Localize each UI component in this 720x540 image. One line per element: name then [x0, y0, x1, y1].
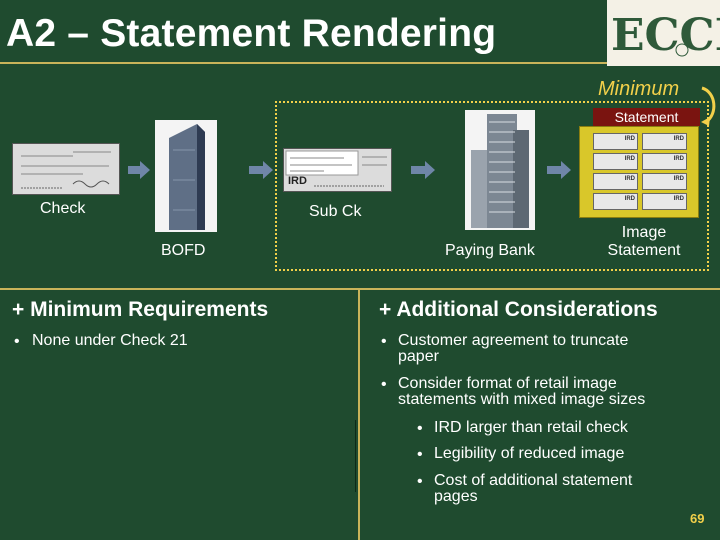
paying-bank-building-icon	[465, 110, 535, 230]
mini-check-image: IRD	[642, 173, 687, 190]
mini-check-image: IRD	[642, 193, 687, 210]
bullet-icon: •	[14, 333, 20, 350]
page-number: 69	[690, 511, 705, 526]
section-divider	[0, 288, 720, 290]
slide-title: A2 – Statement Rendering	[6, 12, 497, 55]
paying-bank-label: Paying Bank	[445, 242, 535, 259]
list-item: • Legibility of reduced image	[417, 445, 625, 464]
arrow-right-icon	[411, 161, 435, 179]
minimum-label: Minimum	[598, 78, 680, 100]
list-item: • Cost of additional statement pages	[417, 472, 633, 505]
bullet-icon: •	[381, 376, 387, 393]
bofd-label: BOFD	[161, 242, 206, 259]
mini-check-image: IRD	[593, 193, 638, 210]
arrow-right-icon	[128, 161, 150, 179]
mini-check-image: IRD	[593, 173, 638, 190]
mini-check-image: IRD	[642, 153, 687, 170]
title-rule	[0, 62, 640, 64]
substitute-check-image: IRD	[283, 148, 392, 192]
logo-text: ECCHO	[611, 10, 720, 61]
minimum-requirements-heading: + Minimum Requirements	[12, 298, 269, 321]
list-item: • IRD larger than retail check	[417, 419, 628, 438]
column-divider	[358, 288, 360, 540]
additional-considerations-heading: + Additional Considerations	[379, 298, 658, 321]
mini-check-image: IRD	[593, 133, 638, 150]
bullet-icon: •	[417, 473, 423, 490]
bullet-icon: •	[381, 333, 387, 350]
image-statement-label: Image Statement	[607, 224, 681, 259]
minimum-scope-box	[275, 101, 709, 271]
eccho-logo: ECCHO	[607, 0, 720, 66]
statement-tab: Statement	[593, 108, 700, 126]
sub-ck-label: Sub Ck	[309, 203, 362, 220]
arrow-right-icon	[547, 161, 571, 179]
ird-text: IRD	[288, 175, 307, 187]
original-check-image	[12, 143, 120, 195]
bullet-icon: •	[417, 420, 423, 437]
list-item: • None under Check 21	[14, 332, 188, 351]
mini-check-image: IRD	[593, 153, 638, 170]
check-label: Check	[40, 200, 86, 217]
column-divider-shadow	[355, 420, 356, 492]
image-statement-page: IRD IRD IRD IRD IRD IRD IRD IRD	[579, 126, 699, 218]
mini-check-image: IRD	[642, 133, 687, 150]
list-item: • Consider format of retail image statem…	[381, 375, 646, 408]
bullet-icon: •	[417, 446, 423, 463]
arrow-right-icon	[249, 161, 273, 179]
bofd-building-icon	[155, 120, 217, 232]
list-item: • Customer agreement to truncate paper	[381, 332, 629, 365]
